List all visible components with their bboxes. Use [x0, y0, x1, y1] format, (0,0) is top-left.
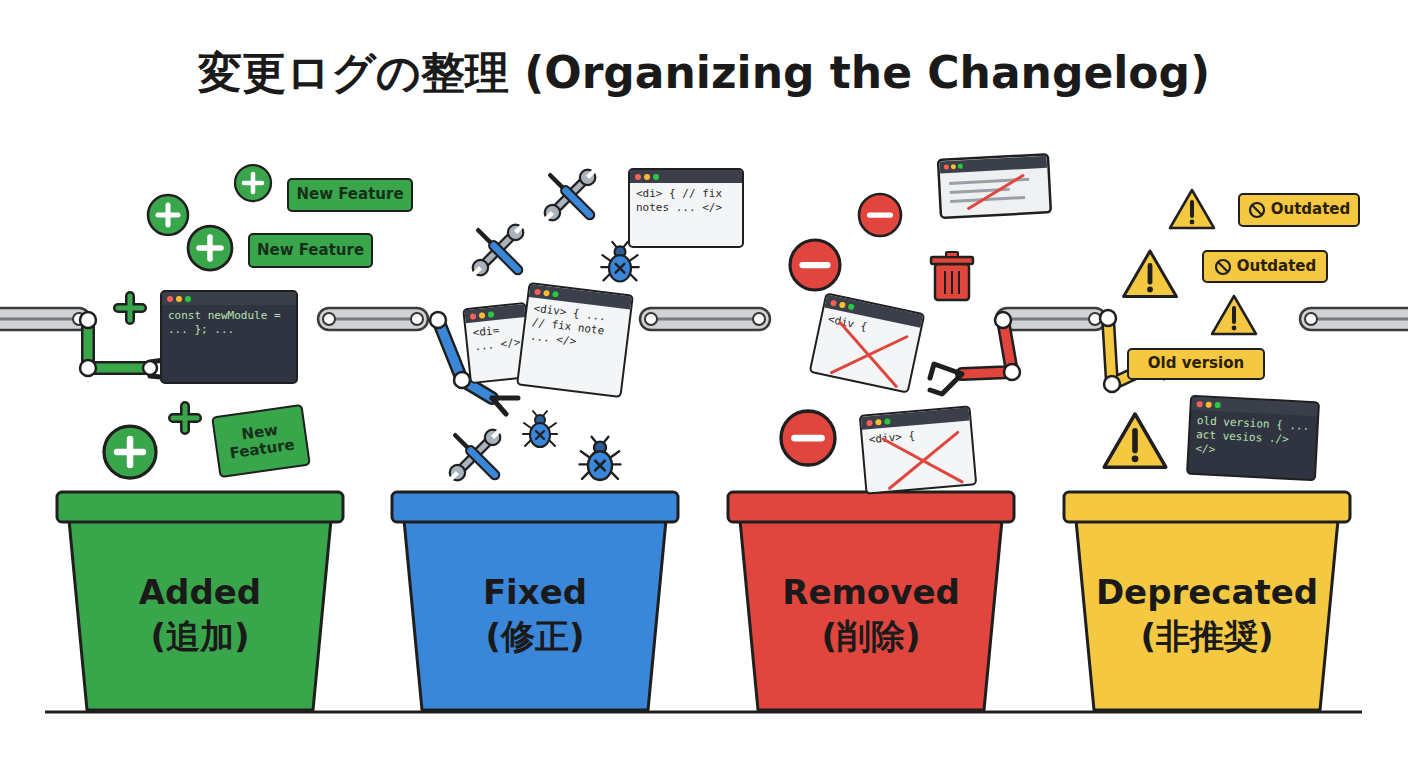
tag-text-wrap: New Feature	[257, 242, 364, 259]
node-text: Deprecated	[1062, 570, 1352, 614]
title-bar	[464, 304, 525, 323]
node-text: old version { ... act vesios ./> </>	[1195, 414, 1311, 462]
code-window: old version { ... act vesios ./> </>	[1186, 395, 1320, 482]
code-window	[938, 154, 1051, 218]
title-bar	[162, 292, 296, 305]
tag-text-wrap: Old version	[1148, 355, 1244, 372]
window-dot	[644, 174, 650, 180]
window-dot	[185, 296, 191, 302]
node-text: <di= ... </>	[472, 322, 523, 355]
code-window: <div {	[809, 292, 926, 393]
node-text: New Feature	[219, 418, 303, 463]
node-text: Outdated	[1237, 258, 1317, 275]
window-dot	[875, 419, 882, 426]
window-dot	[176, 296, 182, 302]
node-text: Removed	[726, 570, 1016, 614]
node-text: New Feature	[257, 242, 364, 259]
bin-label: Deprecated(非推奨)	[1062, 570, 1352, 658]
tag-box: Outdated	[1238, 193, 1360, 227]
cross-mark	[810, 295, 927, 396]
window-dot	[488, 311, 495, 318]
tag-text-wrap: New Feature	[219, 418, 303, 463]
node-text: <div> { ... // fix note ... </>	[529, 302, 623, 355]
tag-box: Old version	[1127, 348, 1265, 380]
code-window: const newModule = ... }; ...	[160, 290, 298, 384]
code-body: <di> { // fix notes ... </>	[630, 183, 742, 219]
node-text: (修正)	[390, 614, 680, 658]
code-window: <di> { // fix notes ... </>	[628, 168, 744, 248]
tag-text-wrap: Outdated	[1271, 201, 1351, 218]
node-text: Outdated	[1271, 201, 1351, 218]
node-text: Fixed	[390, 570, 680, 614]
robot-arm	[930, 312, 1020, 394]
window-dot	[1197, 401, 1203, 407]
window-dot	[479, 312, 486, 319]
window-dot	[653, 174, 659, 180]
window-dot	[534, 288, 541, 295]
node-text: <div> {	[868, 425, 965, 447]
bin-box: Deprecated(非推奨)	[1062, 490, 1352, 712]
node-text: Old version	[1148, 355, 1244, 372]
code-body: const newModule = ... }; ...	[162, 305, 296, 341]
bin-box: Fixed(修正)	[390, 490, 680, 712]
no-entry-icon	[1248, 201, 1266, 219]
node-text: <di> { // fix notes ... </>	[636, 187, 736, 215]
window-dot	[470, 313, 477, 320]
node-text: const newModule = ... }; ...	[168, 309, 290, 337]
tag-box: Outdated	[1202, 250, 1328, 283]
diagram-title: 変更ログの整理 (Organizing the Changelog)	[0, 44, 1408, 103]
tag-box: New Feature	[287, 178, 413, 212]
window-dot	[839, 301, 846, 308]
node-text: Added	[55, 570, 345, 614]
title-bar	[630, 170, 742, 183]
bin-box: Removed(削除)	[726, 490, 1016, 712]
window-dot	[167, 296, 173, 302]
title-bar	[1191, 397, 1318, 417]
node-text: (非推奨)	[1062, 614, 1352, 658]
title-bar	[861, 407, 970, 429]
window-dot	[635, 174, 641, 180]
node-text: (追加)	[55, 614, 345, 658]
node-text: New Feature	[296, 186, 403, 203]
window-dot	[848, 303, 855, 310]
tag-box: New Feature	[211, 404, 311, 478]
tag-text-wrap: Outdated	[1237, 258, 1317, 275]
cross-mark	[861, 407, 980, 496]
tag-text-wrap: New Feature	[296, 186, 403, 203]
bin-box: Added(追加)	[55, 490, 345, 712]
trash-icon	[931, 252, 973, 300]
window-dot	[866, 419, 873, 426]
node-text: (削除)	[726, 614, 1016, 658]
code-window: <div> {	[859, 405, 978, 494]
window-dot	[552, 290, 559, 297]
window-dot	[1206, 401, 1212, 407]
bin-label: Fixed(修正)	[390, 570, 680, 658]
code-window: <div> { ... // fix note ... </>	[516, 282, 634, 398]
no-entry-icon	[1214, 258, 1232, 276]
window-dot	[1215, 401, 1221, 407]
tag-box: New Feature	[248, 233, 373, 268]
window-dot	[884, 418, 891, 425]
window-dot	[830, 299, 837, 306]
window-dot	[543, 289, 550, 296]
bin-label: Removed(削除)	[726, 570, 1016, 658]
bin-label: Added(追加)	[55, 570, 345, 658]
code-body: old version { ... act vesios ./> </>	[1189, 410, 1317, 467]
